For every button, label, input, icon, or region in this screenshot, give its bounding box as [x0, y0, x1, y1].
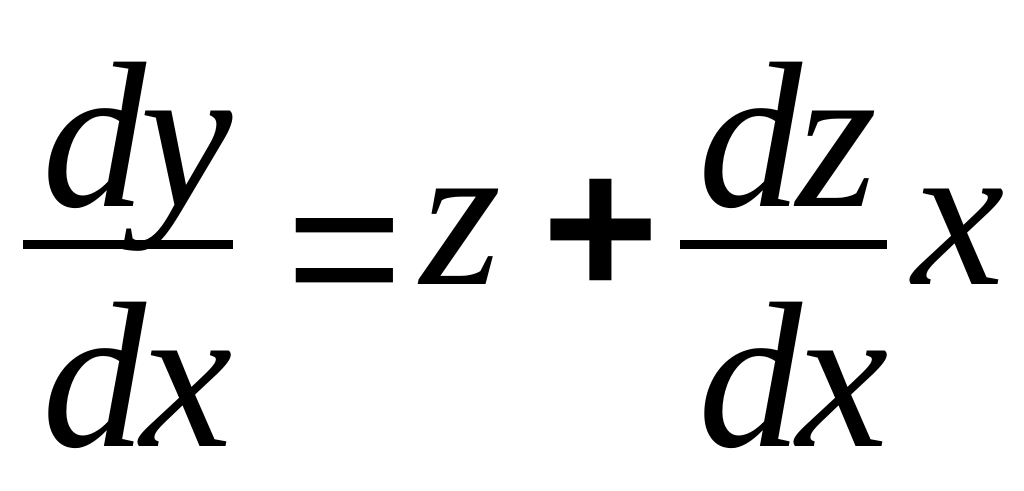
equals-sign: =	[286, 136, 403, 359]
plus-sign: +	[542, 116, 659, 339]
differential-equation: dy dx = z + dz dx x	[23, 21, 1004, 491]
fraction-2-bar	[680, 240, 887, 249]
fraction-2-numerator: dz	[698, 21, 877, 251]
variable-z: z	[420, 99, 501, 329]
fraction-1-bar	[23, 240, 233, 249]
fraction-1-numerator: dy	[42, 21, 232, 251]
fraction-2-denominator: dx	[698, 261, 888, 491]
fraction-1-denominator: dx	[42, 261, 232, 491]
variable-x: x	[912, 99, 1004, 329]
